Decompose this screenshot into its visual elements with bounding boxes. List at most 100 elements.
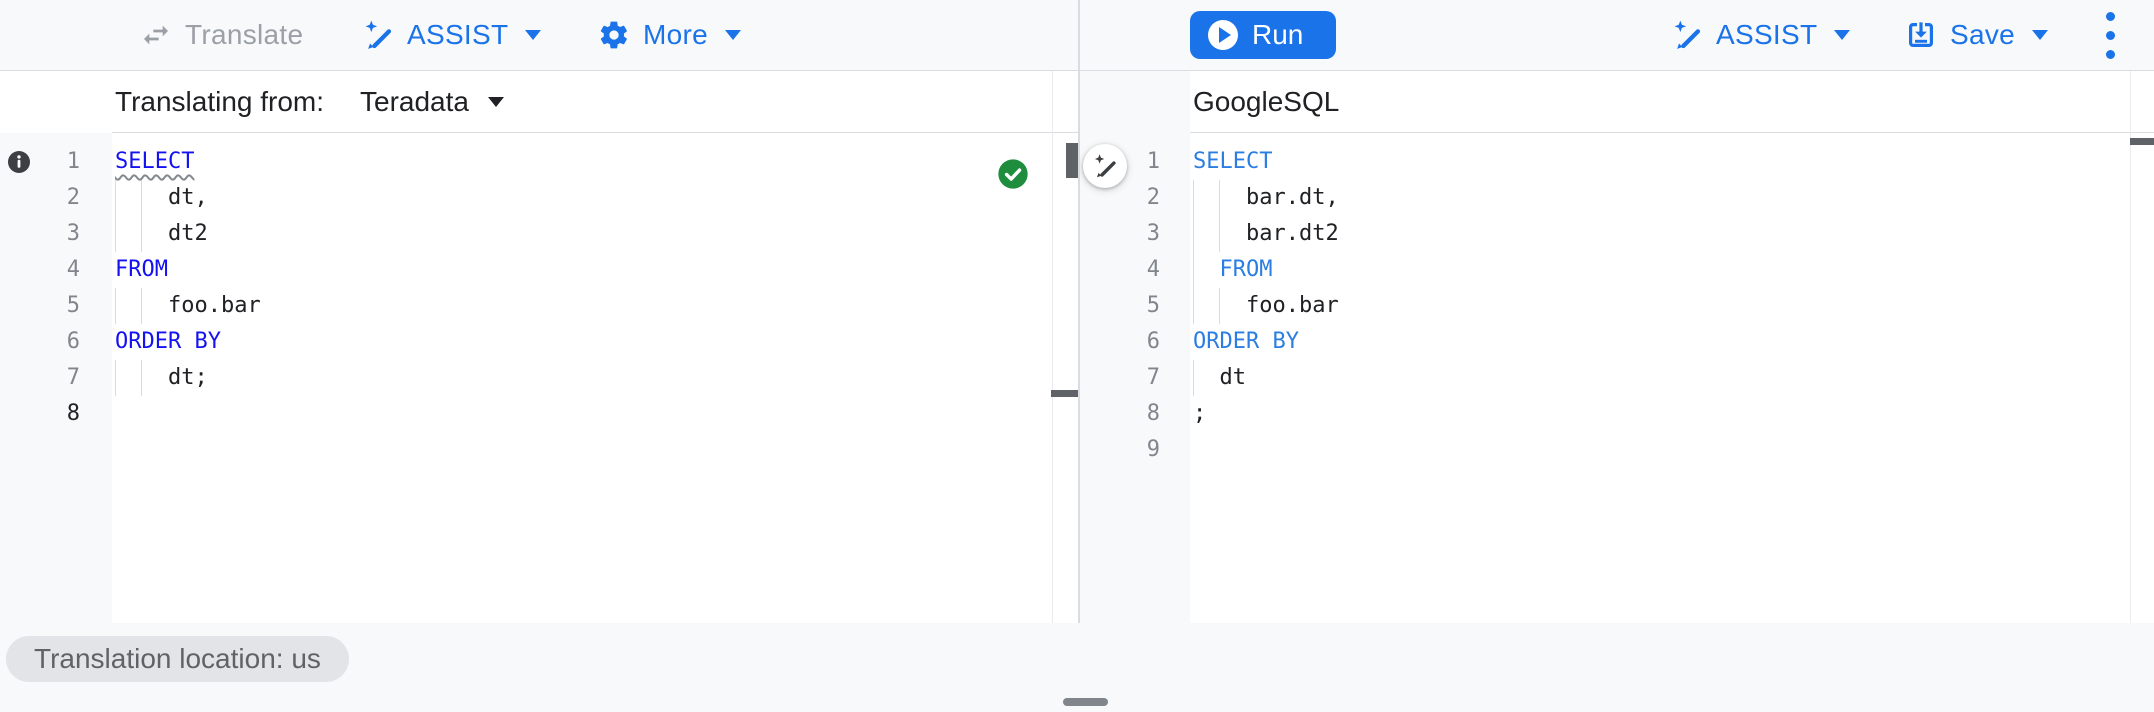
code-text[interactable]: SELECT [112, 144, 1052, 180]
code-line[interactable]: 7 dt; [0, 360, 1052, 396]
line-number: 2 [0, 180, 112, 216]
code-line[interactable]: 3 dt2 [0, 216, 1052, 252]
status-bar: Translation location: us [0, 623, 2154, 712]
code-text[interactable]: dt, [112, 180, 1052, 216]
indent-guide [1219, 180, 1221, 216]
sql-keyword: SELECT [1193, 149, 1273, 174]
save-icon [1905, 19, 1937, 51]
line-number: 3 [0, 216, 112, 252]
line-number: 9 [1080, 432, 1190, 468]
assist-label: ASSIST [407, 19, 509, 50]
code-line[interactable]: 7 dt [1080, 360, 2130, 396]
sql-keyword: SELECT [115, 149, 195, 174]
sql-text: dt, [115, 185, 208, 210]
right-horizontal-scrollbar-thumb[interactable] [2130, 138, 2154, 145]
info-icon[interactable] [7, 150, 31, 174]
more-label: More [643, 19, 708, 50]
translation-location-pill: Translation location: us [6, 636, 349, 682]
code-text[interactable]: dt2 [112, 216, 1052, 252]
code-text[interactable] [112, 396, 1052, 432]
chevron-down-icon [487, 97, 504, 107]
code-line[interactable]: 2 dt, [0, 180, 1052, 216]
code-text[interactable]: bar.dt2 [1190, 216, 2130, 252]
line-number: 3 [1080, 216, 1190, 252]
code-text[interactable]: dt [1190, 360, 2130, 396]
code-text[interactable]: ORDER BY [112, 324, 1052, 360]
line-number: 8 [0, 396, 112, 432]
indent-guide [141, 216, 143, 252]
magic-wand-icon [1671, 19, 1703, 51]
run-button[interactable]: Run [1190, 11, 1336, 59]
indent-guide [115, 360, 116, 396]
line-number: 6 [0, 324, 112, 360]
indent-guide [1193, 216, 1194, 252]
assist-menu-button-left[interactable]: ASSIST [362, 0, 542, 70]
code-text[interactable]: foo.bar [1190, 288, 2130, 324]
left-vertical-scrollbar-thumb[interactable] [1066, 143, 1078, 178]
sql-text: foo.bar [115, 293, 261, 318]
panel-divider [1078, 0, 1080, 623]
indent-guide [1193, 288, 1194, 324]
sql-text: dt [1193, 365, 1246, 390]
top-toolbar: Translate ASSIST More [0, 0, 2154, 71]
code-line[interactable]: 5 foo.bar [1080, 288, 2130, 324]
code-text[interactable]: FROM [1190, 252, 2130, 288]
overflow-menu-button[interactable] [2096, 0, 2124, 70]
source-dialect-header: Translating from: Teradata [0, 71, 1078, 189]
assist-suggestion-button[interactable] [1083, 144, 1127, 188]
kebab-menu-icon [2105, 11, 2115, 59]
code-line[interactable]: 5 foo.bar [0, 288, 1052, 324]
swap-arrows-icon [140, 19, 172, 51]
sql-text: ; [1193, 401, 1207, 426]
more-menu-button[interactable]: More [598, 0, 741, 70]
translate-button[interactable]: Translate [140, 0, 303, 70]
code-line[interactable]: 3 bar.dt2 [1080, 216, 2130, 252]
code-line[interactable]: 9 [1080, 432, 2130, 468]
save-menu-button[interactable]: Save [1905, 0, 2049, 70]
target-dialect-header: GoogleSQL [1190, 71, 2154, 133]
code-text[interactable]: foo.bar [112, 288, 1052, 324]
indent-guide [141, 360, 143, 396]
run-label: Run [1252, 19, 1304, 50]
code-line[interactable]: 2 bar.dt, [1080, 180, 2130, 216]
header-divider [112, 132, 1078, 133]
indent-guide [1193, 360, 1194, 396]
code-line[interactable]: 8 [0, 396, 1052, 432]
line-number: 5 [0, 288, 112, 324]
dialect-dropdown[interactable]: Teradata [360, 71, 504, 133]
panel-resize-handle[interactable] [1063, 698, 1108, 706]
assist-label: ASSIST [1716, 19, 1818, 50]
line-number: 6 [1080, 324, 1190, 360]
left-horizontal-scrollbar-thumb[interactable] [1051, 390, 1078, 397]
line-number: 4 [1080, 252, 1190, 288]
code-line[interactable]: 8; [1080, 396, 2130, 432]
indent-guide [1193, 252, 1194, 288]
sql-text: bar.dt, [1193, 185, 1339, 210]
code-text[interactable]: SELECT [1190, 144, 2130, 180]
line-number: 8 [1080, 396, 1190, 432]
sql-text: dt; [115, 365, 208, 390]
line-number: 4 [0, 252, 112, 288]
line-number: 7 [0, 360, 112, 396]
play-circle-icon [1208, 20, 1238, 50]
gear-icon [598, 19, 630, 51]
assist-menu-button-right[interactable]: ASSIST [1671, 0, 1851, 70]
code-text[interactable]: dt; [112, 360, 1052, 396]
code-text[interactable]: ; [1190, 396, 2130, 432]
translating-from-label: Translating from: [115, 86, 325, 117]
code-line[interactable]: 4 FROM [1080, 252, 2130, 288]
code-text[interactable]: bar.dt, [1190, 180, 2130, 216]
indent-guide [115, 216, 116, 252]
code-text[interactable]: FROM [112, 252, 1052, 288]
left-scrollbar-track [1052, 71, 1053, 623]
code-text[interactable] [1190, 432, 2130, 468]
code-text[interactable]: ORDER BY [1190, 324, 2130, 360]
